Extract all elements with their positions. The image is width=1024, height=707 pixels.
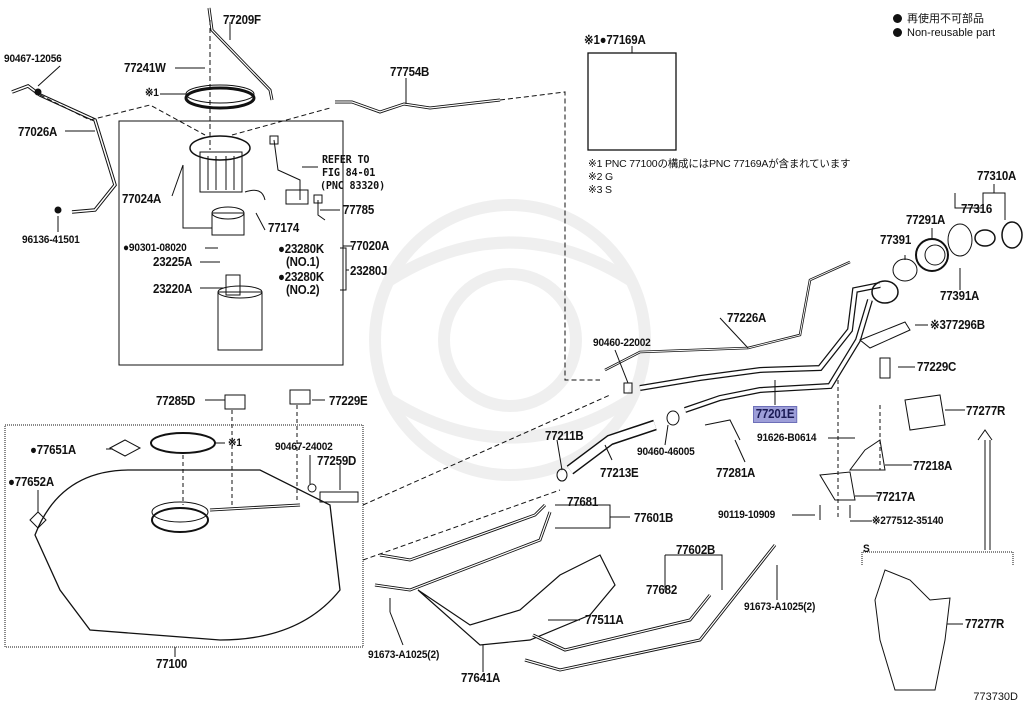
part-label-77310A[interactable]: 77310A <box>977 169 1017 183</box>
part-label-no2: (NO.2) <box>286 283 320 297</box>
part-label-90460-46005[interactable]: 90460-46005 <box>637 446 695 458</box>
pump-assembly-frame <box>118 120 344 366</box>
part-pump-flange <box>189 135 251 161</box>
note-3: ※3 S <box>588 184 612 196</box>
mark-note1-ring: ※1 <box>145 87 159 99</box>
part-label-77785[interactable]: 77785 <box>343 203 375 217</box>
part-label-77285D[interactable]: 77285D <box>156 394 196 408</box>
part-label-77391A[interactable]: 77391A <box>940 289 980 303</box>
part-label-91673-A1025-right[interactable]: 91673-A1025(2) <box>744 601 816 613</box>
part-label-77652A[interactable]: ●77652A <box>8 475 54 489</box>
part-label-77651A[interactable]: ●77651A <box>30 443 76 457</box>
part-retaining-ring <box>184 86 256 110</box>
part-label-77020A[interactable]: 77020A <box>350 239 390 253</box>
part-label-90301-08020[interactable]: ●90301-08020 <box>123 242 187 254</box>
part-label-90467-12056[interactable]: 90467-12056 <box>4 53 62 65</box>
watermark-emblem <box>369 199 651 481</box>
part-label-77277R-top[interactable]: 77277R <box>966 404 1006 418</box>
refer-fig-text[interactable]: FIG 84-01 <box>322 166 376 179</box>
note-2: ※2 G <box>588 171 613 183</box>
part-label-77201E-highlighted[interactable]: 77201E <box>753 406 798 423</box>
tank-assembly-frame <box>4 424 364 648</box>
part-label-77281A[interactable]: 77281A <box>716 466 756 480</box>
legend-item-en: Non-reusable part <box>893 26 995 40</box>
legend: 再使用不可部品 Non-reusable part <box>893 12 995 40</box>
part-label-23280K-no2[interactable]: ●23280K <box>278 270 324 284</box>
inset-77169A-frame <box>587 52 677 151</box>
part-label-77601B[interactable]: 77601B <box>634 511 674 525</box>
part-label-77229C[interactable]: 77229C <box>917 360 957 374</box>
note-1: ※1 PNC 77100の構成にはPNC 77169Aが含まれています <box>588 158 851 170</box>
part-label-77754B[interactable]: 77754B <box>390 65 430 79</box>
filled-circle-icon <box>893 28 902 37</box>
part-label-77681[interactable]: 77681 <box>567 495 599 509</box>
part-label-77241W[interactable]: 77241W <box>124 61 166 75</box>
part-label-77291A[interactable]: 77291A <box>906 213 946 227</box>
refer-to-text: REFER TO <box>322 153 370 166</box>
mark-note1-gasket: ※1 <box>228 437 242 449</box>
part-label-90460-22002[interactable]: 90460-22002 <box>593 337 651 349</box>
part-label-23220A[interactable]: 23220A <box>153 282 193 296</box>
part-label-77211B[interactable]: 77211B <box>545 429 584 443</box>
filled-circle-icon <box>893 14 902 23</box>
part-label-90119-10909[interactable]: 90119-10909 <box>718 509 776 521</box>
refer-pnc-text: (PNC 83320) <box>320 179 386 192</box>
part-label-77169A[interactable]: ※1●77169A <box>584 33 646 47</box>
part-label-90467-24002[interactable]: 90467-24002 <box>275 441 333 453</box>
part-label-77682[interactable]: 77682 <box>646 583 678 597</box>
inset-section-label: S <box>863 543 870 555</box>
part-label-no1: (NO.1) <box>286 255 320 269</box>
part-label-77259D[interactable]: 77259D <box>317 454 357 468</box>
part-pump-lower-shell <box>217 291 263 351</box>
part-label-77296B[interactable]: ※377296B <box>930 318 985 332</box>
part-label-77511A[interactable]: 77511A <box>585 613 624 627</box>
part-label-77391[interactable]: 77391 <box>880 233 912 247</box>
part-label-77209F[interactable]: 77209F <box>223 13 261 27</box>
part-label-91673-A1025-left[interactable]: 91673-A1025(2) <box>368 649 440 661</box>
part-label-23280J[interactable]: 23280J <box>350 264 388 278</box>
part-label-77217A[interactable]: 77217A <box>876 490 916 504</box>
legend-item-jp: 再使用不可部品 <box>893 12 995 26</box>
part-label-91626-B0614[interactable]: 91626-B0614 <box>757 432 817 444</box>
part-label-77641A[interactable]: 77641A <box>461 671 501 685</box>
part-label-77100[interactable]: 77100 <box>156 657 188 671</box>
part-label-23225A[interactable]: 23225A <box>153 255 193 269</box>
part-label-77024A[interactable]: 77024A <box>122 192 162 206</box>
part-label-77174[interactable]: 77174 <box>268 221 300 235</box>
part-label-77512-35140[interactable]: ※277512-35140 <box>872 515 944 527</box>
part-label-77316[interactable]: 77316 <box>961 202 993 216</box>
part-label-77229E[interactable]: 77229E <box>329 394 368 408</box>
part-label-77226A[interactable]: 77226A <box>727 311 767 325</box>
part-label-77218A[interactable]: 77218A <box>913 459 953 473</box>
figure-number: 773730D <box>973 691 1018 703</box>
part-77100-tank <box>34 469 341 641</box>
part-label-77277R-bottom[interactable]: 77277R <box>965 617 1005 631</box>
part-label-77213E[interactable]: 77213E <box>600 466 639 480</box>
part-label-96136-41501[interactable]: 96136-41501 <box>22 234 80 246</box>
part-label-77026A[interactable]: 77026A <box>18 125 58 139</box>
part-label-23280K-no1[interactable]: ●23280K <box>278 242 324 256</box>
part-label-77602B[interactable]: 77602B <box>676 543 716 557</box>
